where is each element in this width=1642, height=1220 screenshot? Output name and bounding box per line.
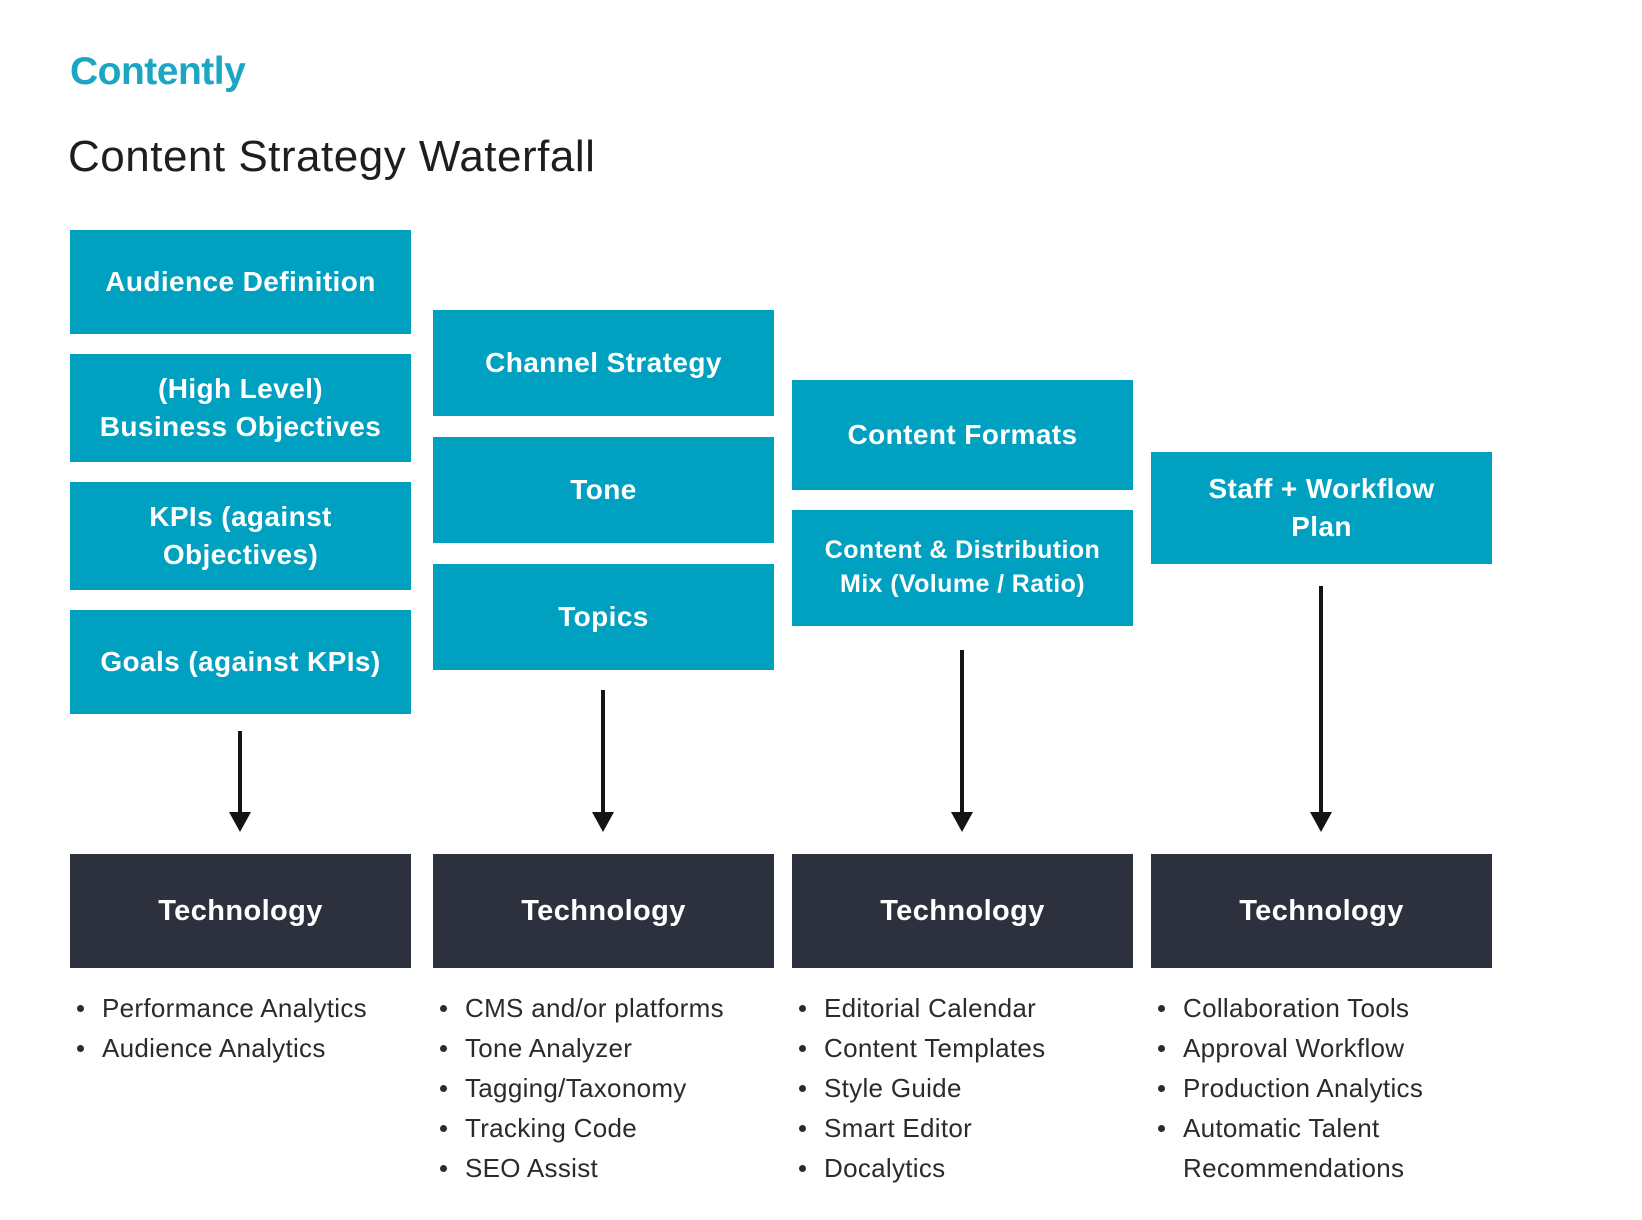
list-item: Automatic Talent Recommendations xyxy=(1151,1108,1492,1188)
bullet-icon xyxy=(799,1165,806,1172)
list-item: Style Guide xyxy=(792,1068,1133,1108)
list-item: Tone Analyzer xyxy=(433,1028,774,1068)
stage-box-goals: Goals (against KPIs) xyxy=(70,610,411,714)
tech-list-formats: Editorial Calendar Content Templates Sty… xyxy=(792,988,1133,1188)
bullet-icon xyxy=(1158,1085,1165,1092)
stage-box-kpis: KPIs (against Objectives) xyxy=(70,482,411,590)
down-arrow-icon xyxy=(960,650,964,813)
bullet-icon xyxy=(799,1045,806,1052)
bullet-icon xyxy=(799,1085,806,1092)
down-arrow-icon xyxy=(238,731,242,813)
list-item: Tagging/Taxonomy xyxy=(433,1068,774,1108)
list-item-label: Smart Editor xyxy=(824,1113,973,1143)
list-item-label: Editorial Calendar xyxy=(824,993,1037,1023)
technology-header: Technology xyxy=(433,854,774,968)
bullet-icon xyxy=(799,1005,806,1012)
list-item-label: SEO Assist xyxy=(465,1153,599,1183)
technology-header: Technology xyxy=(1151,854,1492,968)
list-item: Collaboration Tools xyxy=(1151,988,1492,1028)
list-item: Audience Analytics xyxy=(70,1028,411,1068)
list-item-label: Docalytics xyxy=(824,1153,946,1183)
list-item-label: Tracking Code xyxy=(465,1113,638,1143)
stage-box-content-formats: Content Formats xyxy=(792,380,1133,490)
technology-header: Technology xyxy=(70,854,411,968)
list-item: Editorial Calendar xyxy=(792,988,1133,1028)
stage-box-tone: Tone xyxy=(433,437,774,543)
list-item: Docalytics xyxy=(792,1148,1133,1188)
list-item: Content Templates xyxy=(792,1028,1133,1068)
bullet-icon xyxy=(77,1005,84,1012)
bullet-icon xyxy=(77,1045,84,1052)
bullet-icon xyxy=(1158,1005,1165,1012)
bullet-icon xyxy=(440,1045,447,1052)
contently-logo: Contently xyxy=(70,50,246,93)
bullet-icon xyxy=(440,1085,447,1092)
list-item-label: Tagging/Taxonomy xyxy=(465,1073,687,1103)
list-item-label: Collaboration Tools xyxy=(1183,993,1410,1023)
bullet-icon xyxy=(1158,1045,1165,1052)
stage-box-staff-workflow: Staff + Workflow Plan xyxy=(1151,452,1492,564)
list-item-label: Audience Analytics xyxy=(102,1033,326,1063)
list-item-label: Performance Analytics xyxy=(102,993,367,1023)
stage-box-business-objectives: (High Level) Business Objectives xyxy=(70,354,411,462)
tech-list-staff: Collaboration Tools Approval Workflow Pr… xyxy=(1151,988,1492,1188)
tech-list-objectives: Performance Analytics Audience Analytics xyxy=(70,988,411,1068)
bullet-icon xyxy=(799,1125,806,1132)
stage-box-distribution-mix: Content & Distribution Mix (Volume / Rat… xyxy=(792,510,1133,626)
bullet-icon xyxy=(440,1005,447,1012)
down-arrow-icon xyxy=(1319,586,1323,813)
list-item: CMS and/or platforms xyxy=(433,988,774,1028)
list-item: Approval Workflow xyxy=(1151,1028,1492,1068)
stage-box-topics: Topics xyxy=(433,564,774,670)
list-item: Tracking Code xyxy=(433,1108,774,1148)
tech-list-channel: CMS and/or platforms Tone Analyzer Taggi… xyxy=(433,988,774,1188)
list-item: Production Analytics xyxy=(1151,1068,1492,1108)
list-item: Smart Editor xyxy=(792,1108,1133,1148)
list-item-label: Approval Workflow xyxy=(1183,1033,1405,1063)
list-item-label: Production Analytics xyxy=(1183,1073,1424,1103)
bullet-icon xyxy=(440,1165,447,1172)
list-item-label: Style Guide xyxy=(824,1073,962,1103)
list-item: Performance Analytics xyxy=(70,988,411,1028)
stage-box-channel-strategy: Channel Strategy xyxy=(433,310,774,416)
page-title: Content Strategy Waterfall xyxy=(68,132,596,181)
down-arrow-icon xyxy=(601,690,605,813)
technology-header: Technology xyxy=(792,854,1133,968)
list-item: SEO Assist xyxy=(433,1148,774,1188)
bullet-icon xyxy=(1158,1125,1165,1132)
list-item-label: CMS and/or platforms xyxy=(465,993,724,1023)
list-item-label: Tone Analyzer xyxy=(465,1033,633,1063)
list-item-label: Automatic Talent Recommendations xyxy=(1183,1113,1405,1183)
list-item-label: Content Templates xyxy=(824,1033,1046,1063)
stage-box-audience-definition: Audience Definition xyxy=(70,230,411,334)
bullet-icon xyxy=(440,1125,447,1132)
